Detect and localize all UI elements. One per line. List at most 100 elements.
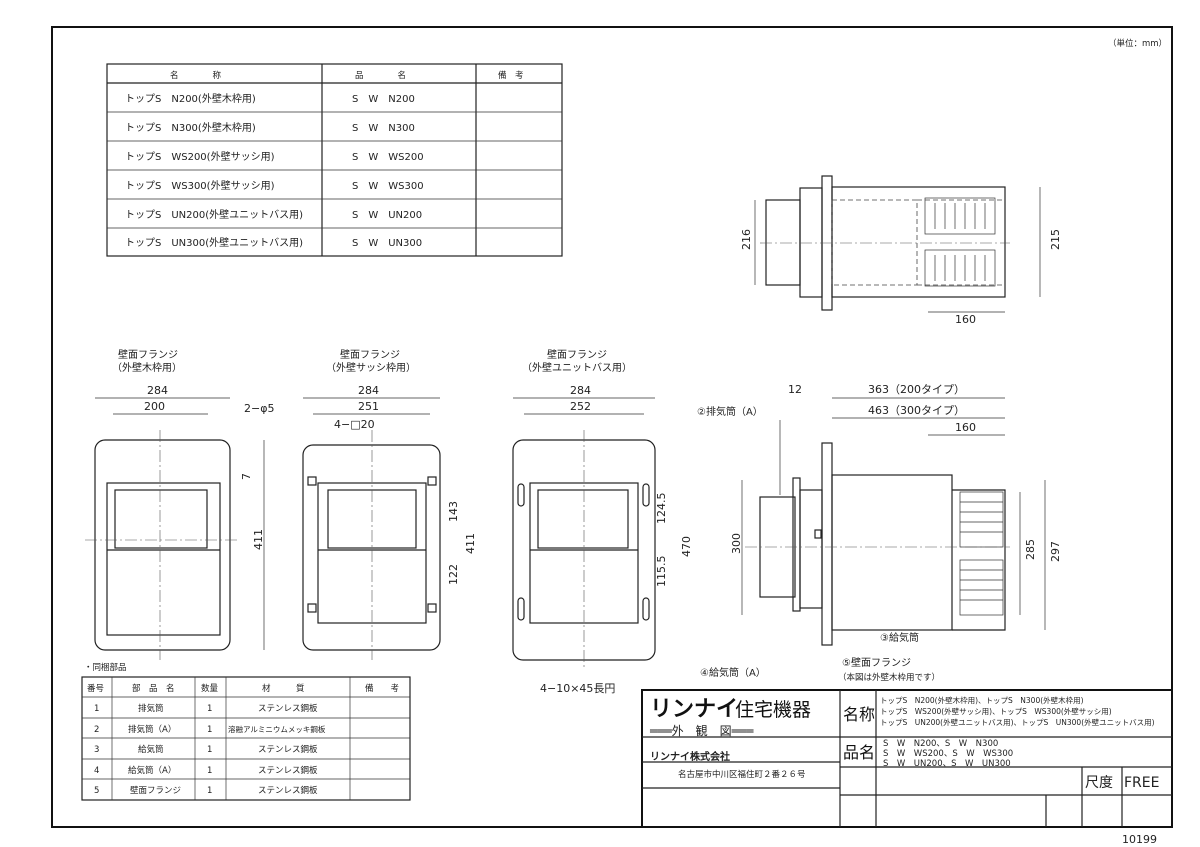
view-subtitle: （外壁ユニットバス用） <box>522 361 632 374</box>
model-table: 名 称 品 名 備 考 トップS N200(外壁木枠用)S W N200 トップ… <box>106 63 563 257</box>
code-line: S W N200、S W N300 <box>883 739 998 749</box>
row-code: S W N200 <box>352 94 415 105</box>
svg-text:1: 1 <box>207 745 212 755</box>
flange-view-unitbath: 壁面フランジ （外壁ユニットバス用） 284 252 124.5 115.5 4… <box>512 348 693 695</box>
name-line: トップS UN200(外壁ユニットバス用)、トップS UN300(外壁ユニットバ… <box>880 717 1155 727</box>
dim-160: 160 <box>955 421 976 434</box>
parts-caption: ・同梱部品 <box>84 662 127 673</box>
dim-285: 285 <box>1024 539 1037 560</box>
dim-width: 284 <box>570 384 591 397</box>
view-title: 壁面フランジ <box>340 348 400 361</box>
dim-slot: 4−10×45長円 <box>540 682 615 695</box>
brand-suffix: 住宅機器 <box>735 699 811 721</box>
header-name: 部 品 名 <box>132 683 175 694</box>
row-code: S W UN200 <box>352 210 422 221</box>
row-name: トップS UN200(外壁ユニットバス用) <box>125 208 303 221</box>
name-line: トップS N200(外壁木枠用)、トップS N300(外壁木枠用) <box>880 695 1084 705</box>
scale-value: FREE <box>1124 775 1159 791</box>
top-side-view: 216 215 160 <box>740 175 1062 326</box>
code-label: 品名 <box>843 743 875 762</box>
table-row: トップS N300(外壁木枠用)S W N300 <box>125 121 415 134</box>
svg-text:1: 1 <box>207 725 212 735</box>
view-subtitle: （外壁木枠用） <box>112 361 182 374</box>
svg-text:ステンレス鋼板: ステンレス鋼板 <box>258 765 318 776</box>
svg-text:1: 1 <box>207 704 212 714</box>
row-code: S W WS300 <box>352 181 424 192</box>
svg-text:1: 1 <box>207 786 212 796</box>
svg-text:3: 3 <box>94 745 99 755</box>
row-name: トップS UN300(外壁ユニットバス用) <box>125 236 303 249</box>
code-line: S W WS200、S W WS300 <box>883 749 1013 759</box>
svg-text:排気筒: 排気筒 <box>138 703 164 714</box>
svg-text:ステンレス鋼板: ステンレス鋼板 <box>258 744 318 755</box>
row-code: S W UN300 <box>352 238 422 249</box>
label-flange: ⑤壁面フランジ <box>842 656 911 669</box>
dim-215: 215 <box>1049 229 1062 250</box>
dim-height: 411 <box>464 533 477 554</box>
scale-label: 尺度 <box>1085 775 1113 791</box>
dim-flange: 12 <box>788 383 802 396</box>
row-name: トップS WS200(外壁サッシ用) <box>125 150 275 163</box>
header-material: 材 質 <box>262 683 305 694</box>
company-address: 名古屋市中川区福住町２番２６号 <box>678 769 806 780</box>
label-intake: ③給気筒 <box>880 631 919 644</box>
svg-text:4: 4 <box>94 766 99 776</box>
dim-height: 411 <box>252 529 265 550</box>
parts-table: ・同梱部品 番号 部 品 名 数量 材 質 備 考 1 排気筒 1 ステンレス鋼板 2… <box>81 662 411 801</box>
name-label: 名称 <box>843 705 875 724</box>
bottom-side-view: 12 363（200タイプ） 463（300タイプ） 160 ②排気筒（A） 3… <box>697 383 1062 683</box>
dim-upper: 143 <box>447 501 460 522</box>
header-note: 備 考 <box>498 70 524 81</box>
dim-inner: 200 <box>144 400 165 413</box>
header-note: 備 考 <box>365 683 399 694</box>
svg-text:2: 2 <box>94 725 99 735</box>
svg-text:排気筒（A）: 排気筒（A） <box>128 724 176 735</box>
unit-label: （単位：mm） <box>1108 38 1167 49</box>
view-title: 壁面フランジ <box>547 348 607 361</box>
label-flange-note: （本図は外壁木枠用です） <box>838 672 940 683</box>
table-row: 2 排気筒（A） 1 溶融アルミニウムメッキ鋼板 <box>94 724 326 735</box>
header-code: 品 名 <box>355 70 406 81</box>
header-no: 番号 <box>87 683 104 694</box>
dim-lower: 122 <box>447 564 460 585</box>
label-exhaust-a: ②排気筒（A） <box>697 405 763 418</box>
svg-text:5: 5 <box>94 786 99 796</box>
dim-216: 216 <box>740 229 753 250</box>
table-row: 1 排気筒 1 ステンレス鋼板 <box>94 703 318 714</box>
view-title: 壁面フランジ <box>118 348 178 361</box>
table-row: トップS UN300(外壁ユニットバス用) S W UN300 <box>125 236 422 249</box>
name-line: トップS WS200(外壁サッシ用)、トップS WS300(外壁サッシ用) <box>880 706 1112 716</box>
svg-text:給気筒: 給気筒 <box>138 744 164 755</box>
dim-363: 363（200タイプ） <box>868 383 965 396</box>
table-row: トップS UN200(外壁ユニットバス用) S W UN200 <box>125 208 422 221</box>
brand-logo: リンナイ <box>650 697 738 722</box>
drawing-number: 10199 <box>1122 833 1157 846</box>
code-line: S W UN200、S W UN300 <box>883 759 1011 769</box>
table-row: トップS N200(外壁木枠用)S W N200 <box>125 92 415 105</box>
row-name: トップS WS300(外壁サッシ用) <box>125 179 275 192</box>
header-qty: 数量 <box>201 683 219 694</box>
dim-height: 470 <box>680 536 693 557</box>
svg-text:溶融アルミニウムメッキ鋼板: 溶融アルミニウムメッキ鋼板 <box>228 724 326 734</box>
dim-hole: 4−□20 <box>334 418 375 431</box>
table-row: トップS WS200(外壁サッシ用)S W WS200 <box>125 150 424 163</box>
label-intake-a: ④給気筒（A） <box>700 666 766 679</box>
svg-text:1: 1 <box>207 766 212 776</box>
table-row: 3 給気筒 1 ステンレス鋼板 <box>94 744 318 755</box>
title-block: リンナイ 住宅機器 ═══外 観 図═══ リンナイ株式会社 名古屋市中川区福住… <box>641 689 1173 828</box>
row-code: S W N300 <box>352 123 415 134</box>
svg-text:給気筒（A）: 給気筒（A） <box>128 765 176 776</box>
company-name: リンナイ株式会社 <box>650 750 730 763</box>
header-name: 名 称 <box>170 70 222 81</box>
dim-inner: 251 <box>358 400 379 413</box>
dim-463: 463（300タイプ） <box>868 404 965 417</box>
dim-upper: 124.5 <box>655 493 668 525</box>
svg-text:ステンレス鋼板: ステンレス鋼板 <box>258 785 318 796</box>
flange-view-sash: 壁面フランジ （外壁サッシ枠用） 284 251 4−□20 143 122 4… <box>302 348 477 660</box>
dim-160: 160 <box>955 313 976 326</box>
svg-text:ステンレス鋼板: ステンレス鋼板 <box>258 703 318 714</box>
drawing-type: ═══外 観 図═══ <box>649 724 754 738</box>
svg-text:1: 1 <box>94 704 99 714</box>
sheet-border <box>51 26 1173 828</box>
dim-lower: 115.5 <box>655 556 668 588</box>
